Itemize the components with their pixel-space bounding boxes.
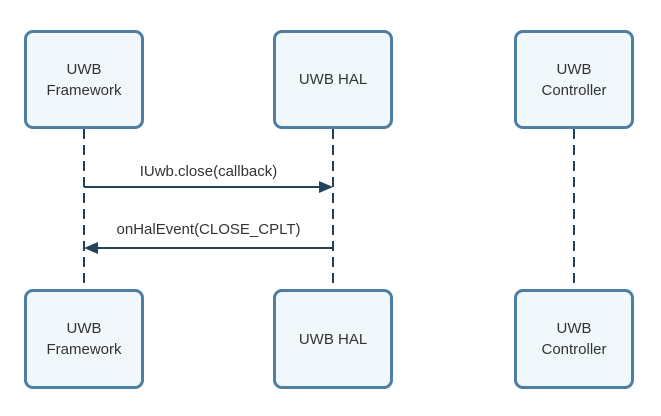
actor-label: UWB Framework (46, 60, 122, 99)
actor-box-uwb-framework-bottom: UWB Framework (24, 289, 144, 389)
actor-label: UWB HAL (298, 71, 368, 88)
actor-label: UWB HAL (298, 330, 368, 348)
message-label-onhalevent: onHalEvent(CLOSE_CPLT) (116, 221, 301, 238)
lifeline-uwb-controller (573, 129, 575, 289)
message-line-iuwb-close (84, 186, 320, 188)
lifeline-uwb-framework (83, 129, 85, 289)
lifeline-uwb-hal (332, 129, 334, 289)
arrowhead-right-icon (319, 181, 333, 193)
actor-label: UWB Controller (541, 320, 607, 358)
message-line-onhalevent (97, 247, 333, 249)
actor-box-uwb-hal-top: UWB HAL (273, 30, 393, 129)
actor-label: UWB Framework (46, 320, 122, 358)
actor-box-uwb-controller-bottom: UWB Controller (514, 289, 634, 389)
actor-label: UWB Controller (541, 60, 607, 99)
actor-box-uwb-controller-top: UWB Controller (514, 30, 634, 129)
arrowhead-left-icon (84, 242, 98, 254)
actor-box-uwb-hal-bottom: UWB HAL (273, 289, 393, 389)
actor-box-uwb-framework-top: UWB Framework (24, 30, 144, 129)
message-label-iuwb-close: IUwb.close(callback) (139, 163, 278, 180)
